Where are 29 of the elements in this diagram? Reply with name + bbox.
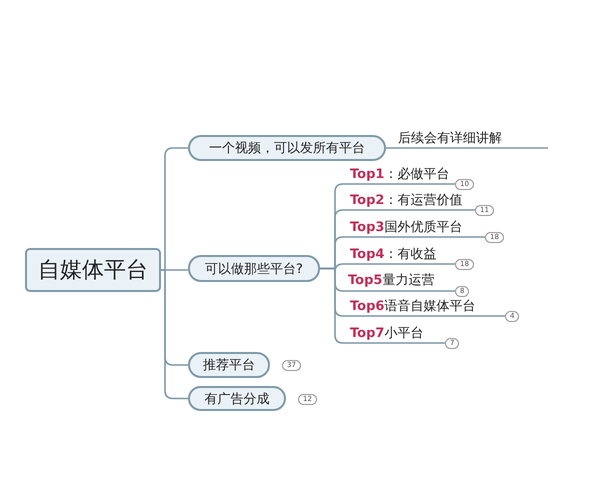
topic-text: 自媒体平台 xyxy=(38,257,148,285)
topic-text: 量力运营 xyxy=(382,272,434,289)
root-topic-box xyxy=(25,248,161,292)
topic-text: ：必做平台 xyxy=(384,166,450,183)
rank-label: Top6 xyxy=(350,298,384,314)
topic-box xyxy=(188,135,386,161)
topic-text: 有广告分成 xyxy=(204,390,270,408)
rank-label: Top5 xyxy=(348,272,382,288)
connector-line xyxy=(161,147,188,271)
topic-text: ：有收益 xyxy=(384,246,436,263)
topic-text: 后续会有详细讲解 xyxy=(398,130,502,147)
topic-text: 小平台 xyxy=(384,325,424,342)
topic-box xyxy=(188,255,320,282)
connector-line xyxy=(161,269,188,400)
topic-text: 一个视频，可以发所有平台 xyxy=(209,140,365,157)
rank-label: Top4 xyxy=(350,246,384,262)
topic-text: 可以做那些平台? xyxy=(205,260,303,278)
connector-line xyxy=(386,147,548,149)
rank-label: Top7 xyxy=(350,326,384,340)
topic-text: 语音自媒体平台 xyxy=(384,298,476,315)
connector-line xyxy=(319,268,446,344)
topic-box xyxy=(188,386,286,411)
rank-label: Top3 xyxy=(350,220,384,234)
topic-text: 推荐平台 xyxy=(203,357,255,374)
rank-label: Top2 xyxy=(350,192,384,208)
topic-box xyxy=(188,352,270,378)
rank-label: Top1 xyxy=(350,166,384,182)
topic-text: 国外优质平台 xyxy=(384,219,462,236)
topic-text: ：有运营价值 xyxy=(384,192,462,209)
